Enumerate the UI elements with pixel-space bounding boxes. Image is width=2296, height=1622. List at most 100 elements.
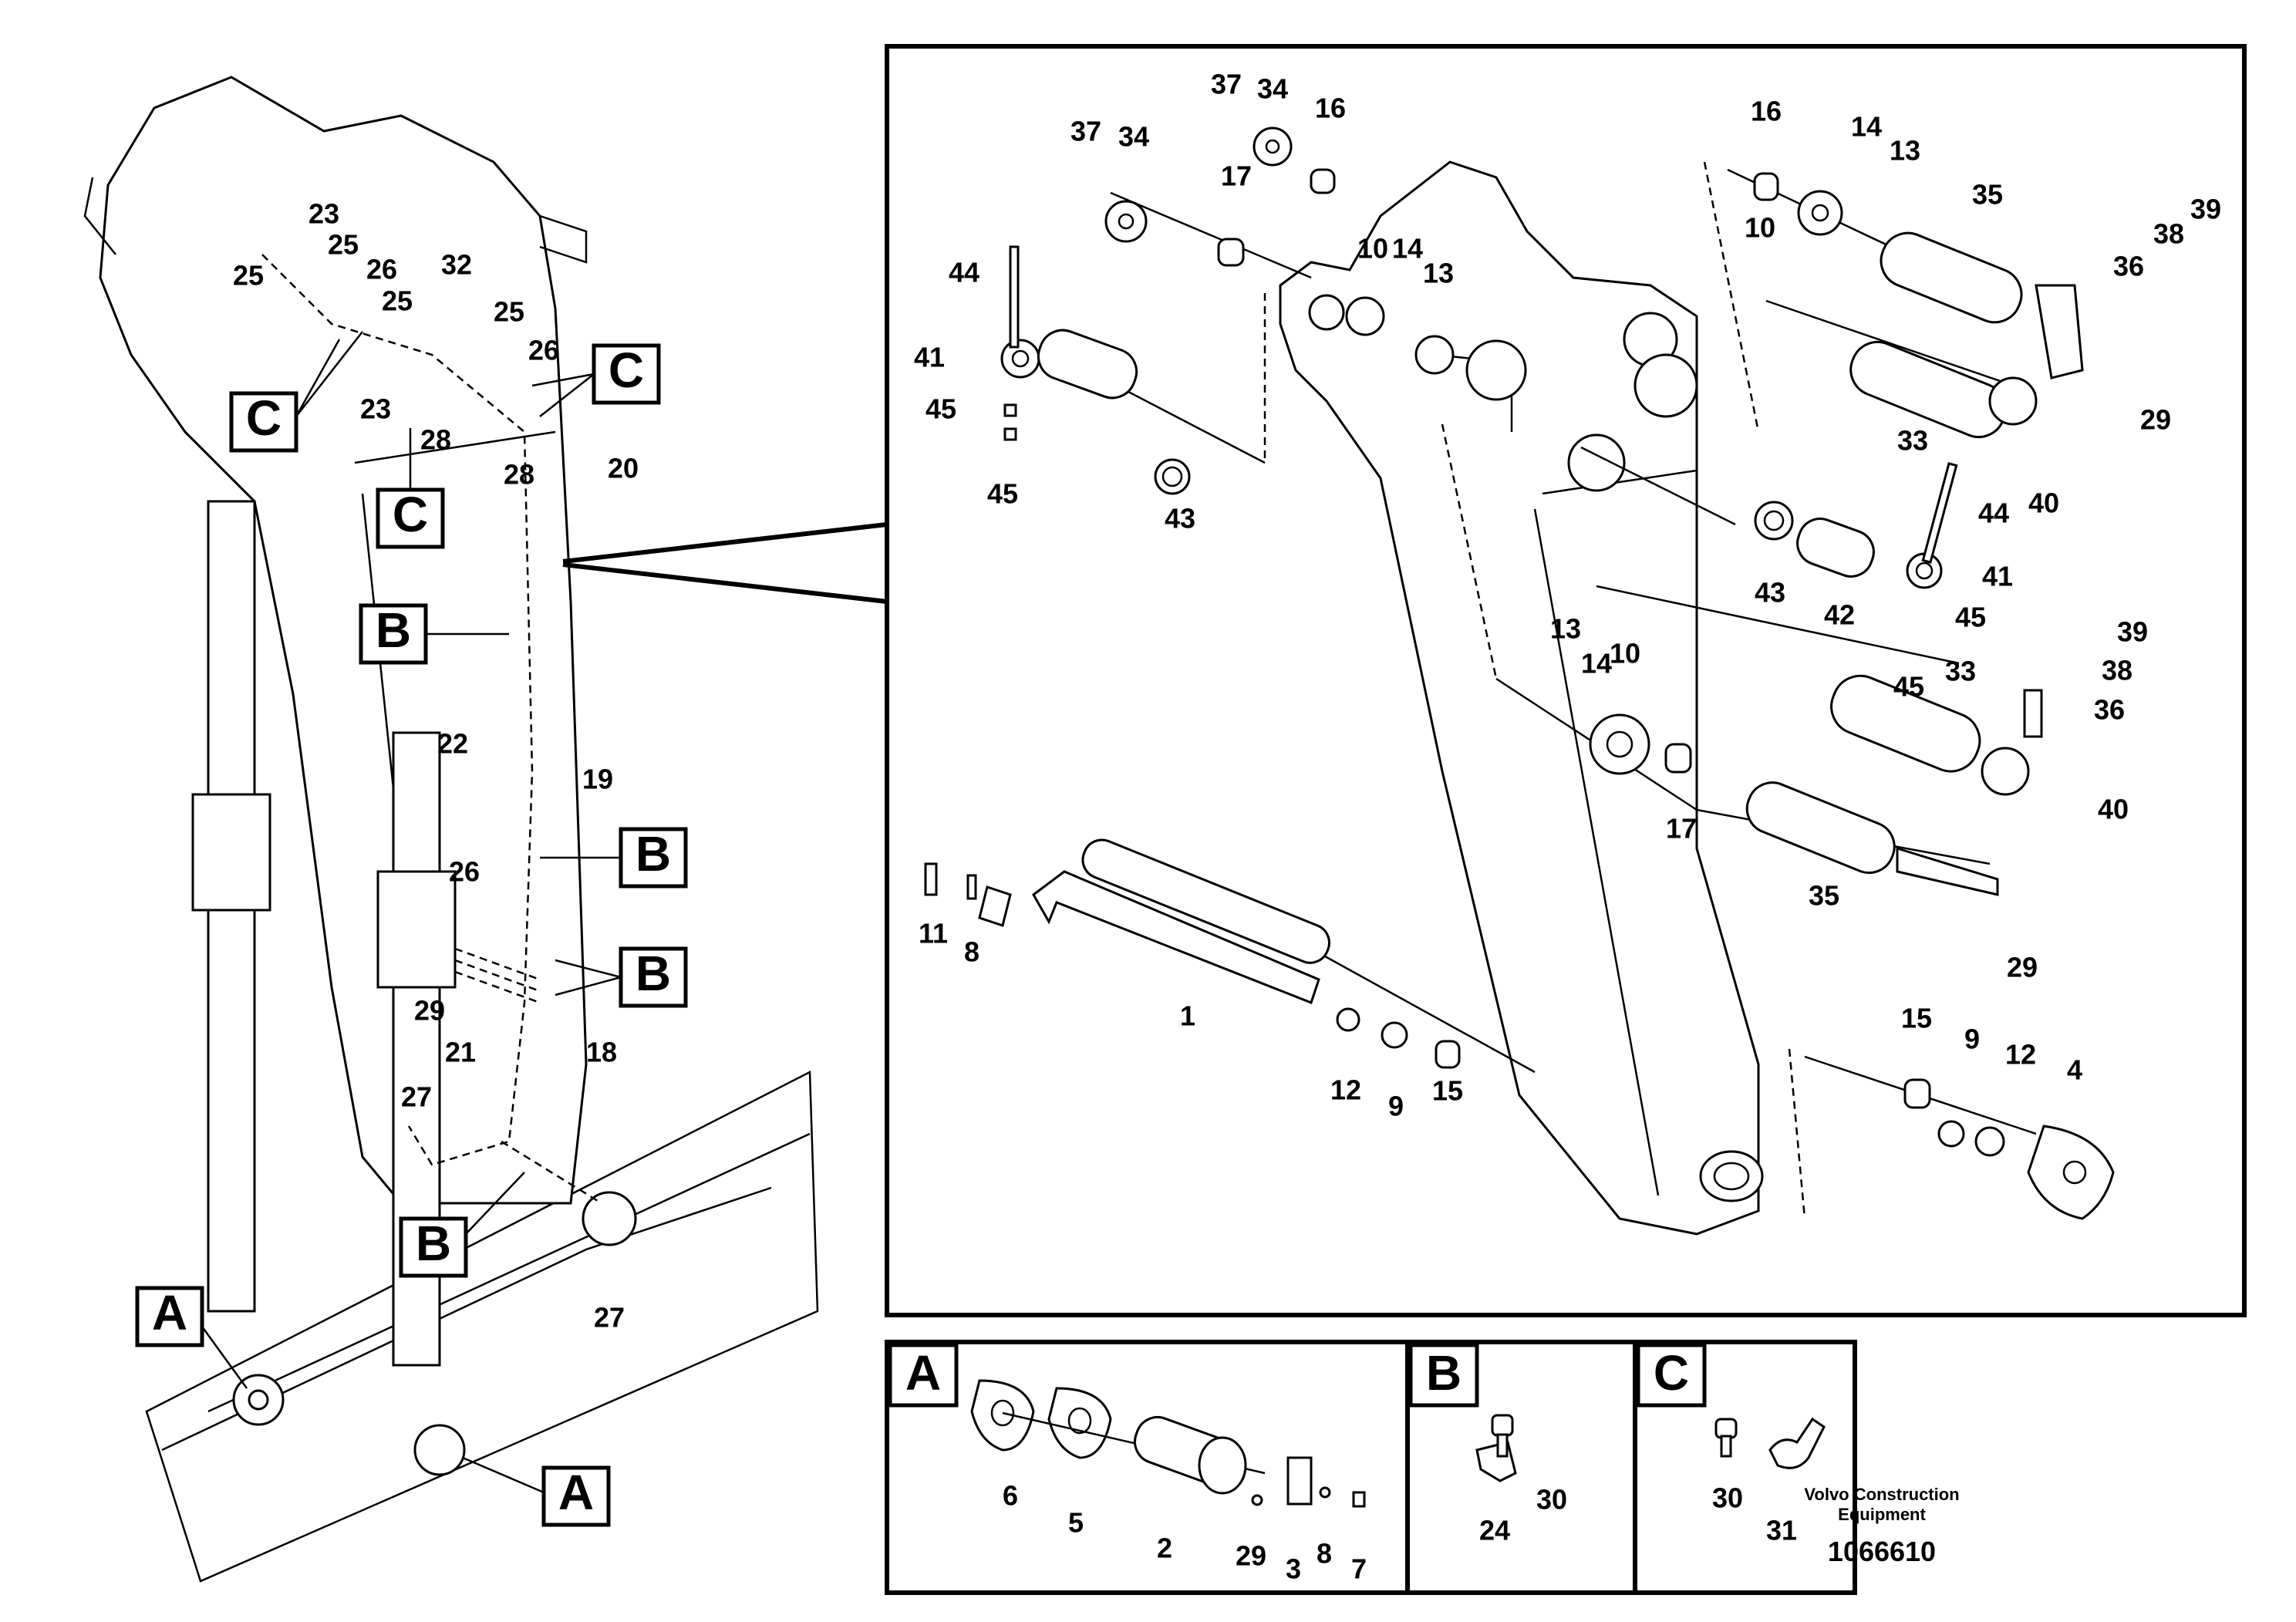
callout-c-2: C	[393, 487, 428, 542]
label-37: 37	[1070, 116, 1101, 147]
callout-c-1: C	[246, 390, 282, 446]
detail-b-labels: 24 30	[1479, 1484, 1567, 1546]
detail-b-parts	[1475, 1414, 1517, 1482]
label-40: 40	[2028, 487, 2059, 519]
label-41: 41	[914, 342, 945, 373]
label-33: 33	[1945, 656, 1976, 687]
label-36: 36	[2113, 251, 2144, 282]
label-14: 14	[1581, 648, 1612, 679]
label-4: 4	[2067, 1054, 2082, 1086]
detail-a-tag-box	[888, 1343, 959, 1408]
label-38: 38	[2102, 655, 2132, 686]
overview-boom-illustration	[83, 76, 819, 1583]
detail-c-parts	[1714, 1417, 1826, 1469]
label-13: 13	[1890, 135, 1920, 167]
label-29: 29	[414, 995, 445, 1027]
label-25: 25	[494, 296, 524, 328]
label-12: 12	[2005, 1039, 2036, 1071]
label-27: 27	[401, 1081, 432, 1113]
detail-c-frame	[1633, 1340, 1857, 1595]
brand-line-1: Volvo Construction	[1804, 1485, 1960, 1504]
label-14: 14	[1851, 111, 1882, 143]
callout-b-4: B	[416, 1216, 451, 1271]
zoom-leader-lines	[562, 522, 888, 604]
label-31: 31	[1766, 1515, 1797, 1546]
label-44: 44	[949, 257, 979, 288]
detail-a-parts	[970, 1379, 1366, 1508]
label-39: 39	[2190, 194, 2221, 225]
label-21: 21	[445, 1037, 476, 1068]
label-28: 28	[504, 459, 534, 491]
label-35: 35	[1972, 179, 2003, 211]
callout-c-3: C	[609, 342, 644, 398]
label-29: 29	[1236, 1540, 1266, 1572]
label-1: 1	[1180, 1000, 1195, 1032]
label-29: 29	[2007, 952, 2038, 983]
label-36: 36	[2094, 694, 2125, 726]
label-13: 13	[1550, 613, 1581, 645]
label-17: 17	[1666, 813, 1697, 845]
main-boom-head-illustration	[1279, 160, 1764, 1236]
callout-b-1: B	[376, 602, 411, 658]
label-26: 26	[366, 254, 397, 285]
callout-a-2: A	[558, 1465, 594, 1520]
label-18: 18	[586, 1037, 617, 1068]
main-exploded-parts	[924, 126, 2115, 1220]
label-13: 13	[1423, 258, 1454, 289]
label-39: 39	[2117, 616, 2148, 648]
label-8: 8	[1317, 1538, 1332, 1570]
detail-b-tag: B	[1426, 1345, 1462, 1401]
label-40: 40	[2098, 794, 2129, 825]
detail-a-tag: A	[905, 1345, 941, 1401]
label-5: 5	[1068, 1507, 1084, 1539]
label-35: 35	[1809, 880, 1839, 912]
label-7: 7	[1351, 1553, 1367, 1585]
label-12: 12	[1330, 1074, 1361, 1106]
main-part-labels: 37 34 16 37 34 17 44 41 45 45 43 10 14 1…	[914, 69, 2221, 1122]
label-2: 2	[1157, 1533, 1172, 1564]
label-16: 16	[1751, 96, 1782, 127]
label-22: 22	[437, 728, 468, 760]
detail-c-labels: 30 31	[1712, 1482, 1797, 1546]
label-25: 25	[233, 260, 264, 292]
callout-b-3: B	[636, 946, 671, 1001]
label-23: 23	[308, 198, 339, 230]
label-10: 10	[1610, 638, 1640, 669]
label-33: 33	[1897, 425, 1928, 457]
label-45: 45	[987, 478, 1018, 510]
label-15: 15	[1901, 1003, 1932, 1034]
label-17: 17	[1221, 160, 1252, 192]
label-3: 3	[1286, 1553, 1301, 1585]
label-6: 6	[1003, 1480, 1018, 1512]
label-27: 27	[594, 1302, 625, 1334]
label-16: 16	[1315, 93, 1346, 124]
label-45: 45	[1893, 671, 1924, 703]
label-10: 10	[1745, 212, 1775, 244]
label-14: 14	[1392, 233, 1423, 265]
label-29: 29	[2140, 404, 2171, 436]
label-24: 24	[1479, 1515, 1510, 1546]
label-30: 30	[1712, 1482, 1743, 1514]
label-38: 38	[2153, 218, 2184, 250]
overview-callout-boxes: C C C B B B B A A	[135, 331, 688, 1527]
main-exploded-view-frame	[885, 44, 2247, 1317]
label-44: 44	[1978, 497, 2009, 529]
label-45: 45	[1955, 602, 1986, 633]
label-25: 25	[328, 229, 359, 261]
drawing-footer: Volvo Construction Equipment 1066610	[1774, 1485, 1990, 1568]
label-11: 11	[919, 918, 948, 949]
label-9: 9	[1964, 1023, 1980, 1055]
callout-a-1: A	[152, 1285, 187, 1340]
detail-b-tag-box	[1408, 1343, 1479, 1408]
label-45: 45	[925, 393, 956, 425]
label-8: 8	[964, 936, 979, 968]
label-42: 42	[1824, 599, 1855, 631]
label-26: 26	[528, 335, 559, 366]
label-30: 30	[1536, 1484, 1567, 1516]
label-34: 34	[1257, 73, 1288, 105]
label-20: 20	[608, 453, 639, 484]
label-37: 37	[1211, 69, 1242, 100]
detail-a-labels: 6 5 2 29 3 8 7	[1003, 1480, 1367, 1585]
callout-b-2: B	[636, 826, 671, 882]
